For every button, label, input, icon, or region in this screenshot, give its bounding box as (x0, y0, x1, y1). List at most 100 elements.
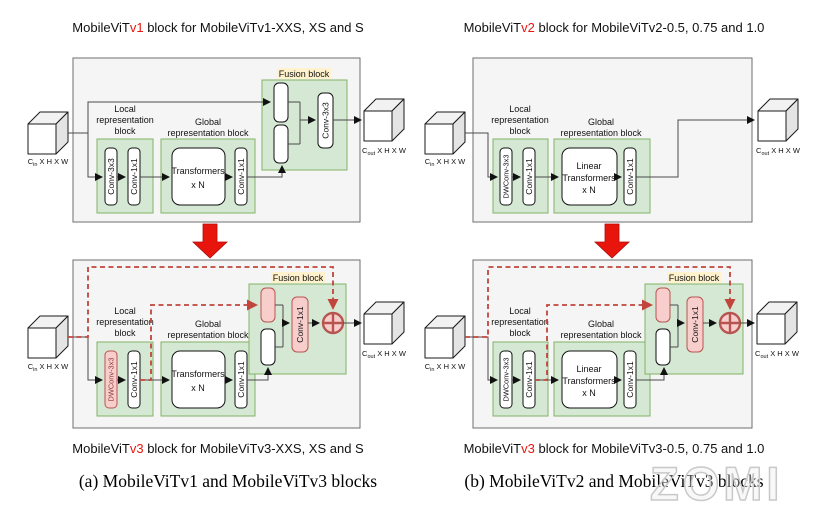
title-v3l-version: v3 (129, 441, 144, 456)
v1-fusion-concat-bottom (273, 124, 289, 164)
title-v1-block: MobileViTv1 block for MobileViTv1-XXS, X… (38, 20, 398, 35)
title-v3l-rest: block for MobileViTv3-XXS, XS and S (143, 441, 364, 456)
v3l-global-label-2: representation block (167, 330, 249, 340)
title-v2-version: v2 (521, 20, 535, 35)
panel-mobilevitv2: Cin X H X W Local representation block D… (424, 57, 801, 223)
v2-output-dims-label: Cout X H X W (756, 146, 801, 157)
v2-local-label-3: block (509, 126, 531, 136)
v3l-input-residual-dashed (68, 266, 339, 338)
v3r-input-tensor-cube (424, 315, 466, 359)
v3l-residual-add-cross (324, 314, 342, 332)
v3r-input-dims-label: Cin X H X W (425, 362, 466, 373)
v1-fusion-conv3x3-label: Conv-3x3 (321, 102, 331, 139)
v1-transformers-box (171, 147, 226, 206)
title-v3-left-block: MobileViTv3 block for MobileViTv3-XXS, X… (38, 441, 398, 456)
v3l-input-tensor-cube (27, 315, 69, 359)
v3l-fusion-conv1x1-box (291, 296, 309, 353)
transform-arrow-right (593, 223, 631, 259)
v3r-fusion-concat-bottom (655, 328, 671, 366)
v3r-dwconv3x3-label: DWConv-3x3 (502, 358, 511, 402)
v1-concat-bracket (288, 101, 301, 145)
v3r-local-label-2: representation (491, 317, 549, 327)
v1-fusion-label-bg (277, 68, 331, 79)
v3l-local-label-3: block (114, 328, 136, 338)
v2-input-to-local-line (465, 132, 498, 181)
v1-transformers-label-1: Transformers (171, 166, 225, 176)
v1-conv3x3-label: Conv-3x3 (106, 158, 116, 195)
v3l-transformers-box (171, 350, 226, 409)
title-v3-right-block: MobileViTv3 block for MobileViTv3-0.5, 0… (434, 441, 794, 456)
v2-linear-label-2: Transformers (562, 173, 616, 183)
v2-input-dims-label: Cin X H X W (425, 157, 466, 168)
v3r-fusion-label: Fusion block (669, 273, 720, 283)
v2-global-conv1x1-label: Conv-1x1 (625, 158, 635, 195)
v3l-global-conv1x1-label: Conv-1x1 (236, 361, 246, 398)
v1-conv1x1-label: Conv-1x1 (129, 158, 139, 195)
v3r-conv1x1-label: Conv-1x1 (524, 361, 534, 398)
caption-b: (b) MobileViTv2 and MobileViTv3 blocks (464, 471, 764, 491)
caption-a: (a) MobileViTv1 and MobileViTv3 blocks (78, 471, 378, 491)
transform-arrow-left (191, 223, 229, 259)
v1-fusion-concat-top (273, 82, 289, 123)
v3l-fusion-conv1x1-label: Conv-1x1 (295, 306, 305, 343)
title-v1-rest: block for MobileViTv1-XXS, XS and S (143, 20, 364, 35)
title-v1-version: v1 (129, 20, 144, 35)
title-v3l-prefix: MobileViT (72, 441, 130, 456)
v1-output-dims-label: Cout X H X W (362, 146, 407, 157)
v2-global-label-1: Global (588, 117, 614, 127)
title-v2-block: MobileViTv2 block for MobileViTv2-0.5, 0… (434, 20, 794, 35)
v3r-fusion-conv1x1-box (686, 296, 704, 353)
v3r-linear-label-2: Transformers (562, 376, 616, 386)
v3l-local-label-1: Local (114, 306, 136, 316)
v3r-global-conv1x1-label: Conv-1x1 (625, 361, 635, 398)
v1-local-label-3: block (114, 126, 136, 136)
v1-transformers-label-2: x N (191, 180, 205, 190)
v2-local-label-2: representation (491, 115, 549, 125)
v3l-global-label-1: Global (195, 319, 221, 329)
v3l-global-to-fusion-line (247, 367, 272, 381)
v3l-fusion-label: Fusion block (273, 273, 324, 283)
v1-global-to-fusion-line (247, 165, 286, 178)
v3r-fusion-concat-top (655, 287, 671, 323)
title-v2-prefix: MobileViT (463, 20, 522, 35)
v1-input-to-local-line (87, 133, 103, 181)
v3r-local-to-fusion-dashed (535, 299, 653, 381)
v3r-fusion-label-bg (667, 272, 721, 283)
title-v2-rest: block for MobileViTv2-0.5, 0.75 and 1.0 (534, 20, 765, 35)
v1-global-conv1x1-label: Conv-1x1 (236, 158, 246, 195)
v3r-output-dims-label: Cout X H X W (755, 349, 800, 360)
panel-mobilevitv3-right: Cin X H X W Local representation block D… (424, 259, 800, 429)
v3l-fusion-label-bg (271, 272, 325, 283)
v1-input-tensor-cube (27, 111, 69, 155)
v3r-residual-add-cross (721, 314, 739, 332)
v1-local-label-2: representation (96, 115, 154, 125)
v2-dwconv3x3-label: DWConv-3x3 (502, 155, 511, 199)
v3r-linear-label-3: x N (582, 388, 596, 398)
title-v3r-version: v3 (521, 441, 535, 456)
v3r-output-tensor-cube (756, 301, 798, 345)
v1-output-tensor-cube (363, 98, 405, 142)
v2-linear-label-3: x N (582, 185, 596, 195)
v3l-dwconv3x3-label: DWConv-3x3 (107, 358, 116, 402)
v2-linear-label-1: Linear (576, 161, 601, 171)
v3l-local-label-2: representation (96, 317, 154, 327)
v1-input-dims-label: Cin X H X W (28, 157, 69, 168)
v2-output-tensor-cube (757, 98, 799, 142)
v3r-local-label-3: block (509, 328, 531, 338)
v3l-fusion-concat-bottom (260, 328, 276, 366)
v2-output-line (636, 116, 755, 178)
v3l-local-to-fusion-dashed (140, 299, 258, 381)
v1-skip-to-fusion-line (87, 98, 271, 133)
v3l-conv1x1-label: Conv-1x1 (129, 361, 139, 398)
v3l-transformers-label-1: Transformers (171, 369, 225, 379)
v2-input-tensor-cube (424, 111, 466, 155)
v1-global-label-2: representation block (167, 128, 249, 138)
v3l-transformers-label-2: x N (191, 383, 205, 393)
v3r-global-to-fusion-line (636, 367, 668, 381)
panel-mobilevitv1: Cin X H X W Local representation block C… (27, 57, 407, 223)
v3r-fusion-conv1x1-label: Conv-1x1 (690, 306, 700, 343)
v3r-local-label-1: Local (509, 306, 531, 316)
v3r-global-label-2: representation block (560, 330, 642, 340)
